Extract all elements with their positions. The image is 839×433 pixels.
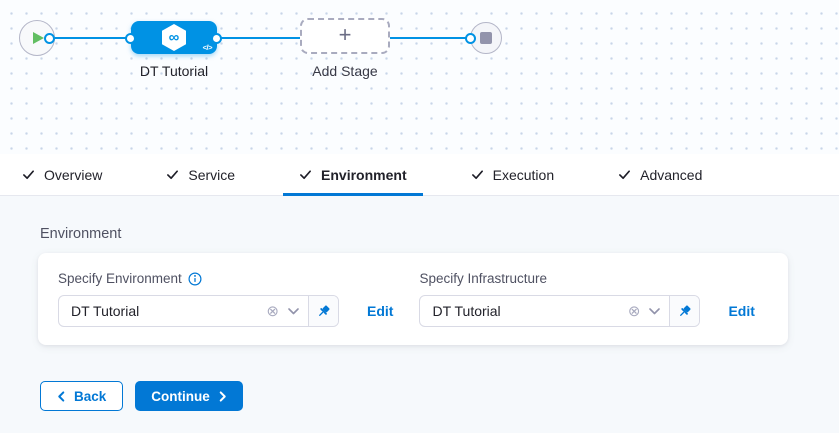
stage-node-label: DT Tutorial	[139, 63, 209, 79]
pipeline-connector-line	[46, 37, 472, 39]
check-icon	[166, 168, 179, 181]
clear-icon[interactable]: ⊗	[266, 302, 279, 320]
pin-icon	[680, 304, 691, 316]
add-stage-button[interactable]: +	[300, 18, 390, 54]
connector-point	[465, 33, 476, 44]
pin-icon	[319, 304, 330, 316]
add-stage-label: Add Stage	[312, 63, 378, 79]
tab-label: Overview	[44, 166, 103, 183]
environment-select: ⊗	[58, 295, 339, 327]
tab-label: Environment	[321, 166, 407, 183]
edit-environment-link[interactable]: Edit	[367, 303, 394, 319]
continue-button[interactable]: Continue	[135, 381, 243, 411]
chevron-down-icon[interactable]	[284, 307, 308, 315]
environment-card: Specify Environment ⊗ Edit	[38, 253, 788, 345]
code-icon: </>	[202, 43, 213, 52]
continue-button-label: Continue	[151, 388, 210, 404]
tab-label: Service	[188, 166, 236, 183]
stage-node-dt-tutorial[interactable]: ∞ </>	[131, 21, 217, 54]
infrastructure-field-group: Specify Infrastructure ⊗ Edit	[419, 271, 755, 327]
back-button-label: Back	[74, 388, 107, 404]
infrastructure-select-input[interactable]	[420, 303, 623, 319]
chevron-down-icon[interactable]	[645, 307, 669, 315]
environment-tab-panel: Environment Specify Environment ⊗	[0, 196, 839, 433]
stop-icon	[480, 32, 492, 44]
play-icon	[33, 32, 44, 44]
environment-field-group: Specify Environment ⊗ Edit	[58, 271, 393, 327]
check-icon	[299, 168, 312, 181]
clear-icon[interactable]: ⊗	[627, 302, 641, 320]
check-icon	[22, 168, 35, 181]
section-title: Environment	[40, 226, 122, 242]
check-icon	[618, 168, 631, 181]
tab-execution[interactable]: Execution	[455, 154, 570, 195]
back-button[interactable]: Back	[40, 381, 124, 411]
infrastructure-field-label: Specify Infrastructure	[419, 271, 548, 286]
plus-icon: +	[338, 22, 352, 47]
tab-label: Execution	[492, 166, 555, 183]
stage-config-tabs: Overview Service Environment Execution A…	[0, 154, 839, 196]
tab-advanced[interactable]: Advanced	[602, 154, 718, 195]
pin-button[interactable]	[669, 296, 700, 326]
tab-service[interactable]: Service	[150, 154, 251, 195]
chevron-left-icon	[57, 390, 66, 402]
environment-field-label: Specify Environment	[58, 271, 182, 286]
pin-button[interactable]	[308, 296, 338, 326]
environment-select-input[interactable]	[59, 303, 262, 319]
connector-point	[125, 33, 136, 44]
pipeline-canvas[interactable]: ∞ </> DT Tutorial + Add Stage	[0, 0, 839, 154]
edit-infrastructure-link[interactable]: Edit	[728, 303, 755, 319]
check-icon	[471, 168, 484, 181]
infinity-icon: ∞	[168, 29, 180, 46]
chevron-right-icon	[218, 390, 227, 402]
info-icon[interactable]	[188, 271, 202, 286]
connector-point	[44, 33, 55, 44]
connector-point	[211, 33, 222, 44]
footer-actions: Back Continue	[40, 381, 839, 411]
deployment-hexagon-icon: ∞	[162, 24, 186, 51]
infrastructure-select: ⊗	[419, 295, 701, 327]
tab-label: Advanced	[640, 166, 703, 183]
tab-environment[interactable]: Environment	[283, 154, 423, 196]
tab-overview[interactable]: Overview	[6, 154, 118, 195]
